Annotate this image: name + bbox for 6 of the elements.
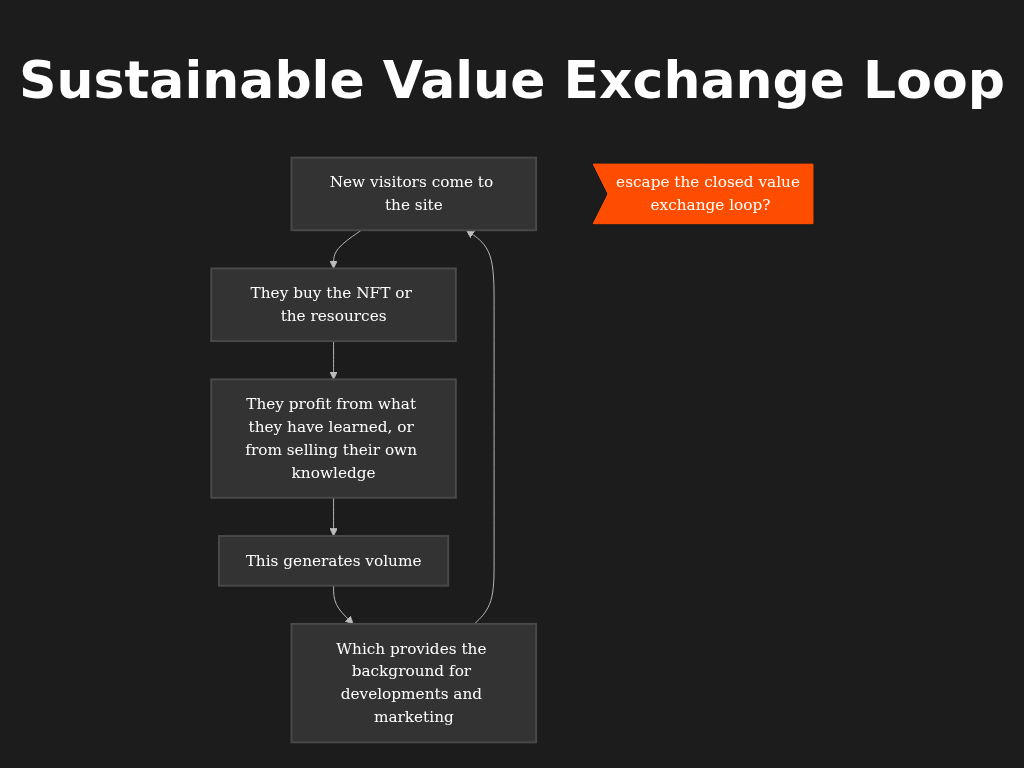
node-box: This generates volume bbox=[217, 535, 450, 587]
node-box: Which provides the background for developments and marketing bbox=[290, 622, 538, 744]
node-box: They profit from what they have learned, or from selling their own knowledge bbox=[210, 378, 457, 499]
diagram-title: Sustainable Value Exchange Loop bbox=[18, 49, 1006, 112]
node-box: They buy the NFT or the resources bbox=[210, 267, 457, 343]
node-box: New visitors come to the site bbox=[290, 156, 538, 232]
